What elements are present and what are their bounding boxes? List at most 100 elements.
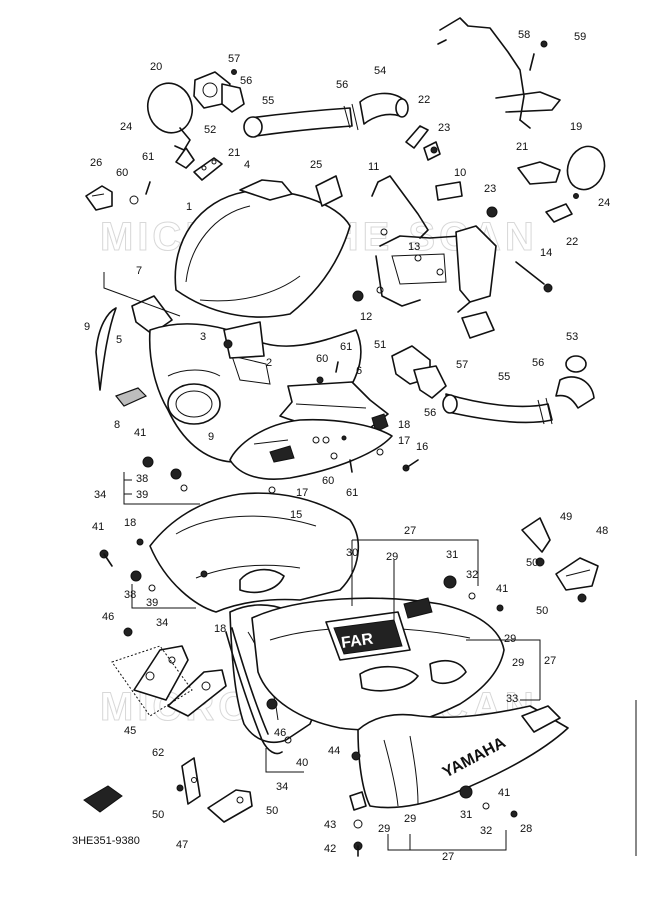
part-number-label: 31 <box>460 809 472 821</box>
part-number-label: 21 <box>516 141 528 153</box>
bracket-45 <box>123 627 227 717</box>
part-number-label: 61 <box>346 487 358 499</box>
part-number-label: 9 <box>208 431 214 443</box>
part-number-label: 41 <box>134 427 146 439</box>
part-number-label: 29 <box>404 813 416 825</box>
reflector-21-upper <box>193 157 223 181</box>
part-number-label: 33 <box>506 693 518 705</box>
emblem-8 <box>115 387 148 407</box>
stay-bracket-58 <box>437 17 561 129</box>
air-duct-lower <box>391 345 595 425</box>
belly-pan-28: YAMAHA <box>357 705 569 809</box>
grommet-12 <box>352 290 364 302</box>
part-number-label: 18 <box>124 517 136 529</box>
part-number-label: 12 <box>360 311 372 323</box>
part-number-label: 34 <box>156 617 168 629</box>
side-rail-9-left <box>95 307 117 391</box>
plate-25 <box>315 175 343 207</box>
part-number-label: 34 <box>276 781 288 793</box>
center-cowl-27: FAR <box>251 597 505 731</box>
part-number-label: 47 <box>176 839 188 851</box>
part-number-label: 41 <box>92 521 104 533</box>
turn-signal-19 <box>486 145 606 223</box>
part-number-label: 2 <box>266 357 272 369</box>
part-number-label: 9 <box>84 321 90 333</box>
part-number-label: 38 <box>124 589 136 601</box>
part-number-label: 29 <box>378 823 390 835</box>
bracket-47 <box>176 757 253 823</box>
part-number-label: 57 <box>228 53 240 65</box>
part-number-label: 24 <box>598 197 610 209</box>
part-number-label: 4 <box>244 159 250 171</box>
part-number-label: 3 <box>200 331 206 343</box>
part-number-label: 16 <box>416 441 428 453</box>
trim-rail-18 <box>225 627 283 755</box>
air-duct-upper <box>243 92 409 138</box>
part-number-label: 44 <box>328 745 340 757</box>
part-number-label: 29 <box>512 657 524 669</box>
fasteners-mid <box>268 361 419 514</box>
part-number-label: 39 <box>136 489 148 501</box>
side-cowl-lower-9 <box>229 418 393 480</box>
part-number-label: 60 <box>322 475 334 487</box>
part-number-label: 53 <box>566 331 578 343</box>
part-number-label: 56 <box>240 75 252 87</box>
part-number-label: 59 <box>574 31 586 43</box>
part-number-label: 11 <box>368 161 379 173</box>
part-number-label: 50 <box>152 809 164 821</box>
part-number-label: 56 <box>336 79 348 91</box>
part-number-label: 50 <box>536 605 548 617</box>
bracket-49 <box>521 517 551 567</box>
part-number-label: 8 <box>114 419 120 431</box>
lower-cowling-left-34 <box>149 492 360 613</box>
part-number-label: 40 <box>296 757 308 769</box>
part-number-label: 43 <box>324 819 336 831</box>
part-number-label: 61 <box>142 151 154 163</box>
part-number-label: 27 <box>544 655 556 667</box>
part-number-label: 19 <box>570 121 582 133</box>
part-number-label: 56 <box>424 407 436 419</box>
vent-label: FAR <box>340 631 374 652</box>
group-lines <box>103 272 541 851</box>
part-number-label: 7 <box>136 265 142 277</box>
part-number-label: 49 <box>560 511 572 523</box>
part-number-label: 57 <box>456 359 468 371</box>
instrument-stay-11 <box>371 175 497 339</box>
part-number-label: 26 <box>90 157 102 169</box>
part-number-label: 55 <box>498 371 510 383</box>
front-arrow-mark <box>83 785 123 813</box>
bolt-14 <box>515 261 553 293</box>
part-number-label: 20 <box>150 61 162 73</box>
part-number-label: 54 <box>374 65 386 77</box>
part-number-label: 23 <box>438 122 450 134</box>
part-number-label: 21 <box>228 147 240 159</box>
part-number-label: 27 <box>404 525 416 537</box>
part-number-label: 10 <box>454 167 466 179</box>
fasteners-lower <box>99 456 518 857</box>
part-number-label: 60 <box>116 167 128 179</box>
small-plates-22-23 <box>405 125 441 161</box>
part-number-label: 17 <box>296 487 308 499</box>
part-number-label: 34 <box>94 489 106 501</box>
part-number-label: 48 <box>596 525 608 537</box>
part-number-label: 58 <box>518 29 530 41</box>
bolt-10 <box>435 181 463 201</box>
part-number-label: 50 <box>526 557 538 569</box>
part-number-label: 13 <box>408 241 420 253</box>
part-number-label: 45 <box>124 725 136 737</box>
part-number-label: 39 <box>146 597 158 609</box>
part-number-label: 41 <box>498 787 510 799</box>
part-number-label: 17 <box>398 435 410 447</box>
part-number-label: 27 <box>442 851 454 863</box>
part-number-label: 23 <box>484 183 496 195</box>
part-number-label: 14 <box>540 247 552 259</box>
part-number-label: 29 <box>504 633 516 645</box>
part-number-label: 46 <box>274 727 286 739</box>
part-number-label: 18 <box>214 623 226 635</box>
part-number-label: 31 <box>446 549 458 561</box>
bracket-48 <box>555 557 599 603</box>
part-number-label: 30 <box>346 547 358 559</box>
